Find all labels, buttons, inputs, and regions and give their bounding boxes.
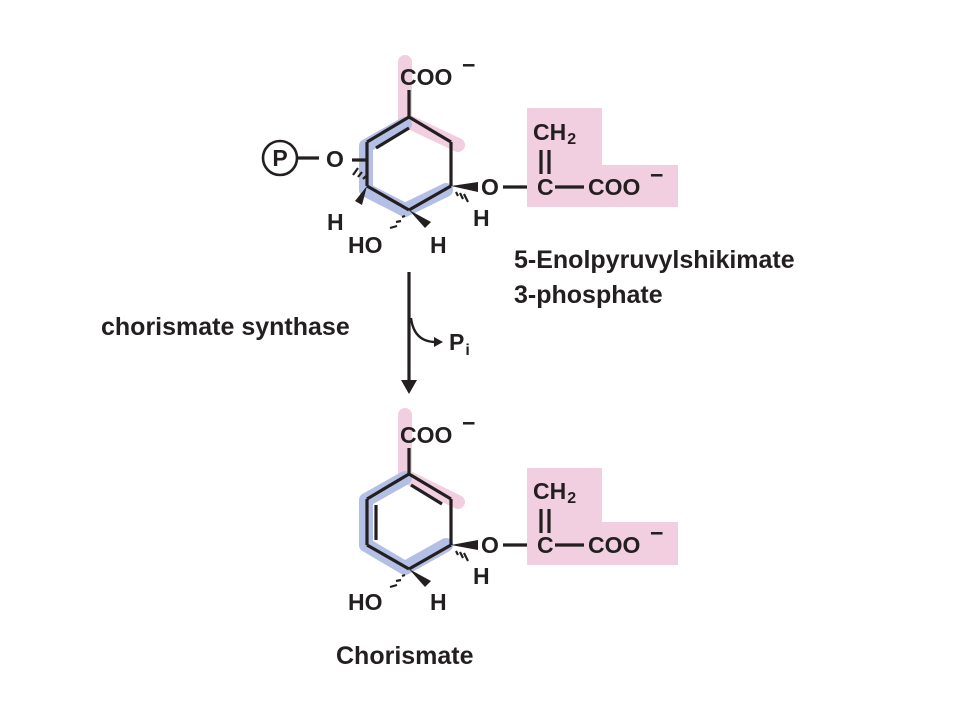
phosphate-circle [261, 139, 299, 177]
reactant-pink-highlight-sidechain [527, 108, 678, 207]
product-pink-highlight-sidechain [527, 468, 678, 565]
product-carboxylate-charge: − [462, 410, 475, 436]
byproduct-curved-arrow [409, 317, 437, 344]
reactant-h-left: H [327, 209, 344, 235]
reactant-bond-c6-c1 [366, 115, 410, 144]
reactant-carboxylate-charge: − [462, 52, 475, 78]
reaction-step: chorismate synthase Pi [101, 272, 470, 394]
reactant-h-right: H [473, 205, 490, 231]
reactant-name-line2: 3-phosphate [514, 281, 663, 309]
reactant-hash-c4 [389, 214, 406, 230]
reactant-h-bottom: H [430, 232, 447, 258]
product-ch2-label: CH2 [533, 478, 576, 507]
product-ring-oxygen: O [481, 532, 499, 558]
enzyme-label: chorismate synthase [101, 313, 350, 341]
product-hash-c3 [455, 550, 469, 562]
product-bond-c1-c2 [408, 472, 452, 501]
product-h-right: H [473, 563, 490, 589]
reactant-wedge-c5-h [355, 186, 367, 205]
product-bond-c3-c4 [408, 543, 452, 571]
product-carboxylate-label: COO [400, 422, 452, 448]
reactant-structure: P COO − O O H H HO H CH2 C COO − 5-Enolp… [261, 52, 795, 309]
byproduct-label: Pi [449, 329, 470, 359]
reactant-ch2-label: CH2 [533, 119, 576, 148]
product-sidechain-charge: − [650, 520, 663, 546]
reactant-bond-c4-c5 [366, 184, 410, 212]
product-wedge-c3-o [451, 540, 478, 550]
product-bond-c6-c1 [366, 472, 410, 501]
reactant-double-bond-inner [375, 126, 410, 150]
reactant-bond-c3-c4 [408, 184, 452, 212]
reactant-sidechain-carbon: C [537, 174, 554, 200]
product-structure: COO − O H HO H CH2 C COO − Chorismate [336, 408, 678, 670]
phosphate-symbol: P [272, 145, 287, 171]
product-bond-c4-c5 [366, 543, 410, 571]
reactant-wedge-c4-h [409, 210, 431, 228]
reactant-bond-c1-c2 [408, 115, 452, 144]
byproduct-arrowhead [434, 337, 443, 347]
reactant-ring-oxygen-right: O [481, 174, 499, 200]
reactant-sidechain-carboxylate: COO [588, 174, 640, 200]
reactant-carboxylate-label: COO [400, 64, 452, 90]
product-sidechain-carboxylate: COO [588, 532, 640, 558]
reactant-hydroxyl: HO [348, 232, 383, 258]
reactant-sidechain-charge: − [650, 162, 663, 188]
product-wedge-c4-h [409, 569, 431, 587]
product-hash-c4 [389, 573, 406, 589]
product-h-bottom: H [430, 589, 447, 615]
reactant-hash-c3 [455, 191, 469, 203]
reactant-name-line1: 5-Enolpyruvylshikimate [514, 246, 795, 274]
reactant-ring-oxygen-left: O [326, 146, 344, 172]
product-sidechain-carbon: C [537, 532, 554, 558]
reactant-wedge-c3-o [451, 182, 478, 192]
reaction-arrowhead [401, 380, 417, 394]
reactant-hash-c5 [352, 167, 367, 180]
product-name: Chorismate [336, 642, 474, 670]
product-double-bond-c1c2-inner [410, 483, 443, 506]
product-hydroxyl: HO [348, 589, 383, 615]
